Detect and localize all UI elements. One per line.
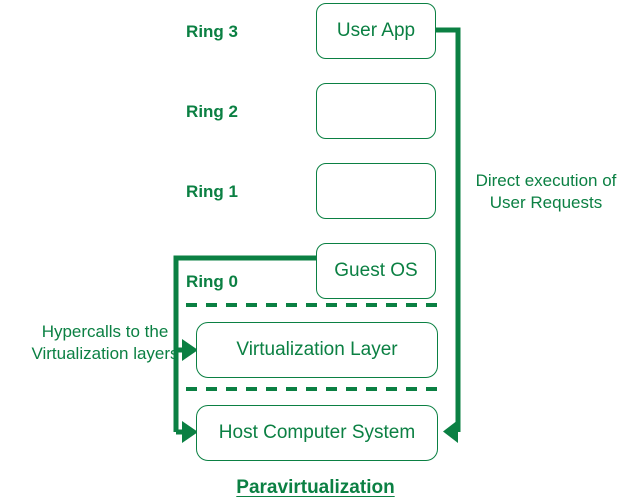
ring-box-2 <box>316 83 436 139</box>
annotation-hypercalls: Hypercalls to the Virtualization layers <box>31 322 179 363</box>
annotation-direct-execution: Direct execution of User Requests <box>475 171 617 212</box>
ring-box-guest-os: Guest OS <box>316 243 436 299</box>
direct-execution-wire <box>436 27 461 432</box>
layer-box-virtualization: Virtualization Layer <box>196 322 438 378</box>
ring-label-3: Ring 3 <box>186 22 238 41</box>
ring-box-user-app: User App <box>316 3 436 59</box>
ring-box-1 <box>316 163 436 219</box>
layer-box-host-text: Host Computer System <box>218 422 416 443</box>
ring-box-guest-os-text: Guest OS <box>334 260 418 281</box>
layer-box-host: Host Computer System <box>196 405 438 461</box>
ring-label-2: Ring 2 <box>186 102 238 121</box>
ring-label-1: Ring 1 <box>186 182 238 201</box>
layer-box-virtualization-text: Virtualization Layer <box>236 339 398 360</box>
direct-execution-arrowhead <box>443 420 458 443</box>
ring-box-user-app-text: User App <box>336 20 416 41</box>
diagram-title: Paravirtualization <box>236 477 395 498</box>
ring-label-0: Ring 0 <box>186 272 238 291</box>
